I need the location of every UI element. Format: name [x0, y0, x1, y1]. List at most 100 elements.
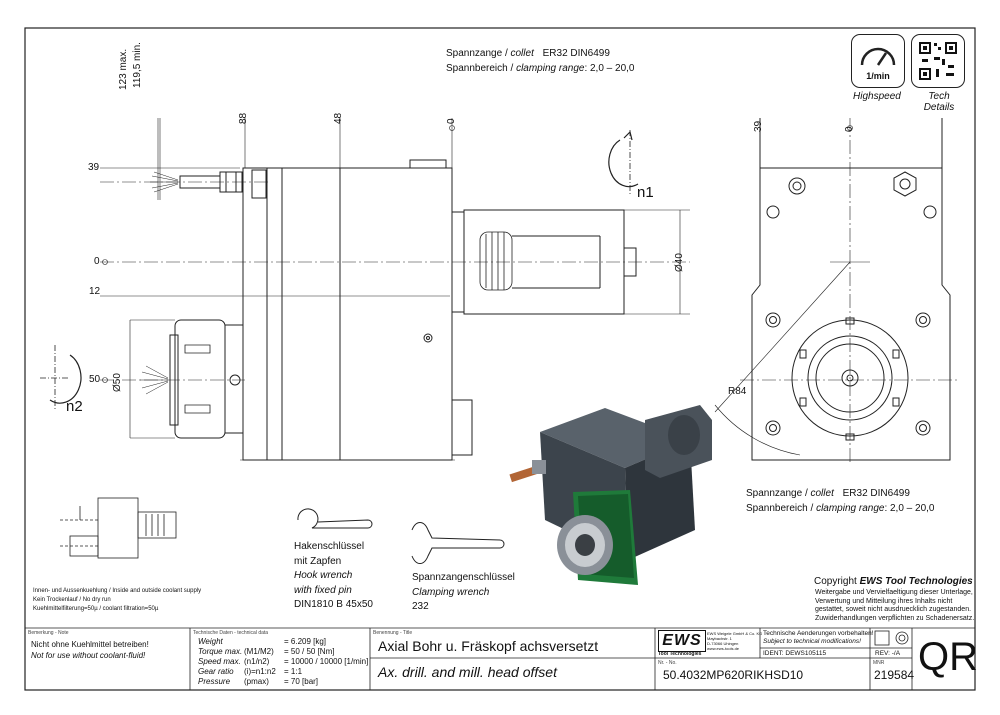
dimension-lines [100, 118, 853, 461]
note-de: Nicht ohne Kuehlmittel betreiben! [31, 640, 149, 649]
highspeed-label: Highspeed [853, 91, 901, 102]
hook-wrench-spec: DIN1810 B 45x50 [294, 599, 373, 610]
hook-wrench-label: Hakenschlüssel mit Zapfen Hook wrench wi… [294, 540, 373, 613]
hook-wrench-de2: mit Zapfen [294, 555, 342, 567]
clamping-range-label-de: Spannbereich / [446, 63, 514, 74]
clamping-range-label-en: clamping range [516, 63, 585, 74]
title-en: Ax. drill. and mill. head offset [378, 664, 557, 680]
hook-wrench-en1: Hook wrench [294, 570, 353, 581]
copyright-line-4: Zuwiderhandlungen verpflichten zu Schade… [815, 614, 975, 622]
company-line-4: www.ews-tools.de [707, 646, 740, 651]
dim-0-left: 0 [94, 256, 100, 267]
copyright-text: Weitergabe und Vervielfaeltigung dieser … [815, 589, 974, 623]
tech-data-label: Technische Daten - technical data [193, 630, 269, 636]
company-address: EWS Weigele GmbH & Co. KG Maybachstr. 1 … [707, 631, 762, 651]
dim-119-5-min: 119,5 min. [132, 42, 143, 88]
highspeed-badge[interactable]: 1/min [851, 34, 905, 88]
collet-spec-top-line1: Spannzange / collet ER32 DIN6499 [446, 48, 610, 59]
dim-50: 50 [89, 374, 101, 385]
collet-value-2: ER32 DIN6499 [842, 488, 910, 499]
coolant-note-1: Innen- und Aussenkuehlung / Inside and o… [33, 588, 202, 594]
collet-spec-right-line2: Spannbereich / clamping range: 2,0 – 20,… [746, 503, 934, 514]
dim-39-left: 39 [88, 162, 100, 173]
hook-wrench-de1: Hakenschlüssel [294, 541, 365, 552]
speed-unit-label: 1/min [866, 71, 890, 81]
dim-39-right: 39 [753, 120, 764, 132]
dim-48: 48 [333, 112, 344, 124]
clamping-wrench-num: 232 [412, 601, 429, 612]
title-de: Axial Bohr u. Fräskopf achsversetzt [378, 638, 599, 654]
dim-0-top: 0 [446, 118, 457, 124]
clamping-wrench-de: Spannzangenschlüssel [412, 572, 515, 583]
ident-number: IDENT: DEWS105115 [763, 650, 827, 657]
rotation-symbol-n1 [608, 130, 639, 195]
clamping-wrench-drawing [411, 522, 505, 564]
copyright-title: Copyright EWS Tool Technologies [814, 576, 973, 587]
speedometer-icon [860, 47, 896, 66]
coolant-schematic [60, 497, 177, 559]
hook-wrench-en2: with fixed pin [294, 584, 352, 596]
dim-123-max: 123 max. [118, 48, 129, 90]
qr-marker: QR [918, 635, 978, 679]
hook-wrench-drawing [297, 508, 373, 529]
note-en: Not for use without coolant-fluid! [31, 651, 146, 660]
collet-label-de: Spannzange / [446, 48, 508, 59]
note-field-label: Bemerkung - Note [28, 630, 69, 636]
tech-row-weight: Weight= 6.209 [kg] [198, 637, 327, 646]
clamping-range-label-de-2: Spannbereich / [746, 503, 814, 514]
rotation-symbol-n2 [40, 345, 82, 410]
clamping-range-value: : 2,0 – 20,0 [584, 63, 635, 74]
ews-logo-sub: Tool Technologies [658, 651, 702, 657]
company-line-1: EWS Weigele GmbH & Co. KG [707, 631, 763, 636]
number-field-label: Nr. - No. [658, 660, 677, 666]
dim-12: 12 [89, 286, 101, 297]
tech-row-gear: Gear ratio(i)=n1:n2= 1:1 [198, 667, 303, 676]
tech-details-badge[interactable] [911, 34, 965, 88]
mnr-number: 219584 [874, 668, 915, 682]
front-view [714, 118, 960, 462]
title-block-grid [25, 627, 975, 690]
copyright-line-1: Weitergabe und Vervielfaeltigung dieser … [815, 589, 973, 596]
tech-row-speed: Speed max.(n1/n2)= 10000 / 10000 [1/min] [198, 657, 369, 666]
copyright-line-2: Verwertung und Mitteilung ihres Inhalts … [815, 597, 953, 605]
isometric-render [509, 405, 712, 585]
change-note-en: Subject to technical modifications! [763, 638, 861, 645]
clamping-range-value-2: : 2,0 – 20,0 [884, 503, 935, 514]
collet-label-de-2: Spannzange / [746, 488, 808, 499]
dim-88: 88 [238, 112, 249, 124]
qr-code-icon [918, 41, 958, 81]
tech-data-table: Weight= 6.209 [kg] Torque max.(M1/M2)= 5… [198, 637, 368, 687]
collet-spec-top-line2: Spannbereich / clamping range: 2,0 – 20,… [446, 63, 634, 74]
label-n1: n1 [637, 184, 654, 201]
copyright-prefix: Copyright [814, 576, 857, 587]
coolant-note-3: Kuehlmittelfilterung=50µ / coolant filtr… [33, 606, 159, 612]
company-line-3: D-73066 Uhingen [707, 641, 739, 646]
dim-0-right: 0 [844, 126, 855, 132]
dim-dia-50: Ø50 [112, 373, 123, 392]
label-n2: n2 [66, 398, 83, 415]
collet-spec-right-line1: Spannzange / collet ER32 DIN6499 [746, 488, 910, 499]
dim-dia-40: Ø40 [674, 253, 685, 272]
ews-logo: EWS [658, 630, 706, 652]
clamping-wrench-label: Spannzangenschlüssel Clamping wrench 232 [412, 571, 515, 615]
company-line-2: Maybachstr. 1 [707, 636, 732, 641]
drawing-frame [24, 27, 976, 691]
coolant-note-2: Kein Trockenlauf / No dry run [33, 597, 111, 603]
clamping-range-label-en-2: clamping range [816, 503, 885, 514]
part-number: 50.4032MP620RIKHSD10 [663, 668, 804, 682]
clamping-wrench-en: Clamping wrench [412, 586, 490, 598]
coolant-notes: Innen- und Aussenkuehlung / Inside and o… [33, 587, 201, 614]
collet-label-en: collet [510, 48, 534, 59]
collet-label-en-2: collet [810, 488, 834, 499]
title-field-label: Benennung - Title [373, 630, 413, 636]
copyright-brand: EWS Tool Technologies [859, 576, 973, 587]
change-note-de: Technische Aenderungen vorbehalten! [763, 630, 874, 637]
copyright-line-3: gestattet, soweit nicht ausdruecklich zu… [815, 606, 972, 613]
tech-row-torque: Torque max.(M1/M2)= 50 / 50 [Nm] [198, 647, 335, 656]
mnr-label: MNR [873, 660, 885, 666]
collet-value: ER32 DIN6499 [542, 48, 610, 59]
tech-row-pressure: Pressure(pmax)= 70 [bar] [198, 677, 319, 686]
tech-details-label: Tech Details [923, 91, 955, 113]
dim-r84: R84 [728, 386, 747, 397]
